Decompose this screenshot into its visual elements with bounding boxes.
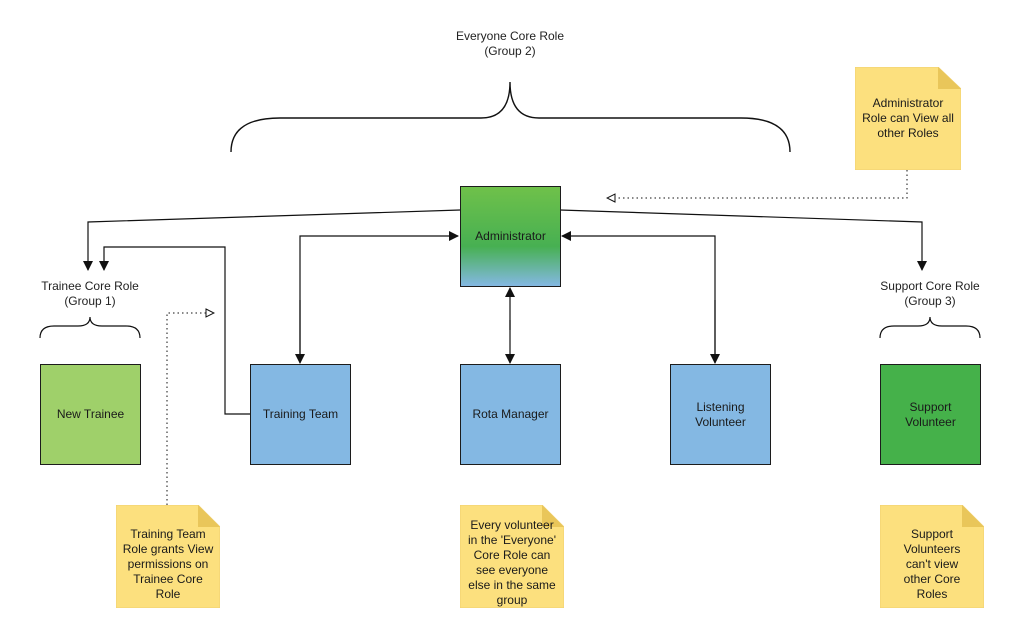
- training-team-box[interactable]: Training Team: [250, 364, 351, 465]
- everyone-note-text: Every volunteer in the 'Everyone' Core R…: [468, 518, 556, 607]
- administrator-note[interactable]: Administrator Role can View all other Ro…: [855, 67, 961, 170]
- administrator-label: Administrator: [475, 229, 546, 243]
- training-note-connector: [166, 313, 214, 505]
- trainee-group-subtitle: (Group 1): [64, 294, 116, 308]
- support-group-subtitle: (Group 3): [904, 294, 956, 308]
- administrator-note-text: Administrator Role can View all other Ro…: [862, 96, 954, 140]
- note-shape: [116, 505, 220, 608]
- everyone-group-label: Everyone Core Role (Group 2): [420, 29, 600, 59]
- training-team-note[interactable]: Training Team Role grants View permissio…: [116, 505, 220, 608]
- support-group-label: Support Core Role (Group 3): [860, 279, 1000, 309]
- everyone-group-subtitle: (Group 2): [484, 44, 536, 58]
- training-team-to-trainee-connector: [99, 246, 250, 415]
- support-note-text: Support Volunteers can't view other Core…: [903, 527, 961, 601]
- listening-volunteer-label: Listening Volunteer: [695, 399, 746, 429]
- everyone-group-title: Everyone Core Role: [455, 29, 565, 43]
- everyone-note[interactable]: Every volunteer in the 'Everyone' Core R…: [460, 505, 564, 608]
- note-shape: [855, 67, 961, 170]
- new-trainee-box[interactable]: New Trainee: [40, 364, 141, 465]
- admin-training-team-connector: [299, 231, 459, 362]
- admin-to-support-connector: [559, 209, 927, 271]
- note-shape: [880, 505, 984, 608]
- support-group-title: Support Core Role: [880, 279, 980, 293]
- support-volunteer-label: Support Volunteer: [905, 399, 956, 429]
- admin-to-trainee-connector: [83, 209, 461, 271]
- trainee-group-title: Trainee Core Role: [41, 279, 139, 293]
- rota-manager-label: Rota Manager: [472, 407, 549, 421]
- trainee-group-label: Trainee Core Role (Group 1): [20, 279, 160, 309]
- trainee-group-brace: [39, 316, 141, 339]
- administrator-box[interactable]: Administrator: [460, 186, 561, 287]
- new-trainee-label: New Trainee: [56, 407, 125, 421]
- support-volunteer-box[interactable]: Support Volunteer: [880, 364, 981, 465]
- listening-volunteer-box[interactable]: Listening Volunteer: [670, 364, 771, 465]
- everyone-group-brace: [230, 81, 791, 153]
- admin-note-connector: [607, 170, 908, 198]
- support-note[interactable]: Support Volunteers can't view other Core…: [880, 505, 984, 608]
- training-team-note-text: Training Team Role grants View permissio…: [122, 527, 214, 601]
- rota-manager-box[interactable]: Rota Manager: [460, 364, 561, 465]
- admin-listening-volunteer-connector: [561, 231, 716, 362]
- note-shape: [460, 505, 564, 608]
- support-group-brace: [879, 316, 981, 339]
- training-team-label: Training Team: [262, 407, 339, 421]
